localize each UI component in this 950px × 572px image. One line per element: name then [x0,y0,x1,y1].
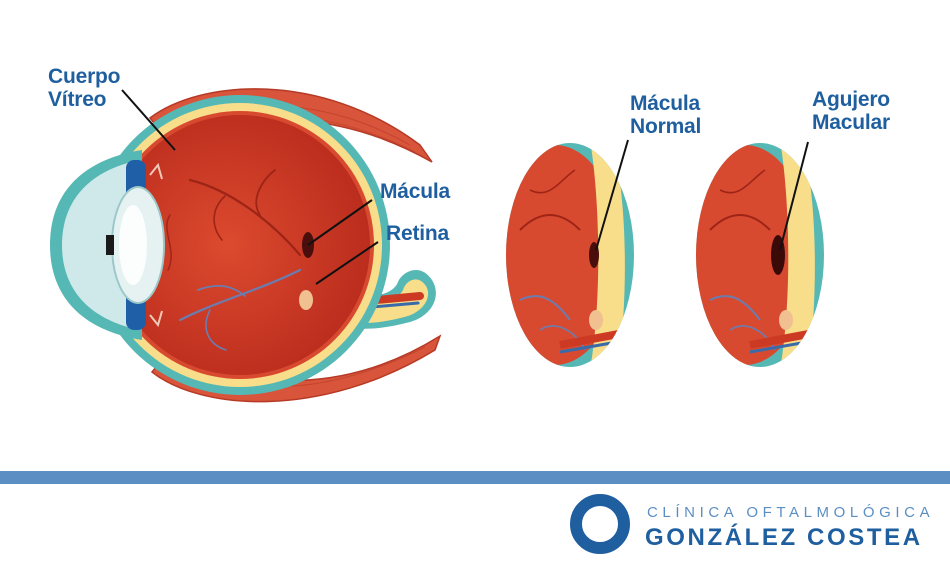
label-macula: Mácula [380,180,450,203]
clinic-name-bottom: GONZÁLEZ COSTEA [645,524,923,551]
label-hole-2: Macular [812,111,890,134]
label-hole-1: Agujero [812,88,890,111]
label-retina: Retina [386,222,449,245]
label-normal-1: Mácula [630,92,700,115]
footer-divider [0,471,950,484]
label-normal-2: Normal [630,115,702,138]
eye-anatomy-illustration [50,88,824,403]
label-vitreous-1: Cuerpo [48,65,121,88]
label-vitreous-2: Vítreo [48,88,107,111]
clinic-name-top: CLÍNICA OFTALMOLÓGICA [647,504,935,521]
macula-detail-hole [696,141,824,367]
retinal-vessels [166,169,302,351]
clinic-logo-ring [570,494,630,554]
macula-detail-normal [506,139,634,367]
